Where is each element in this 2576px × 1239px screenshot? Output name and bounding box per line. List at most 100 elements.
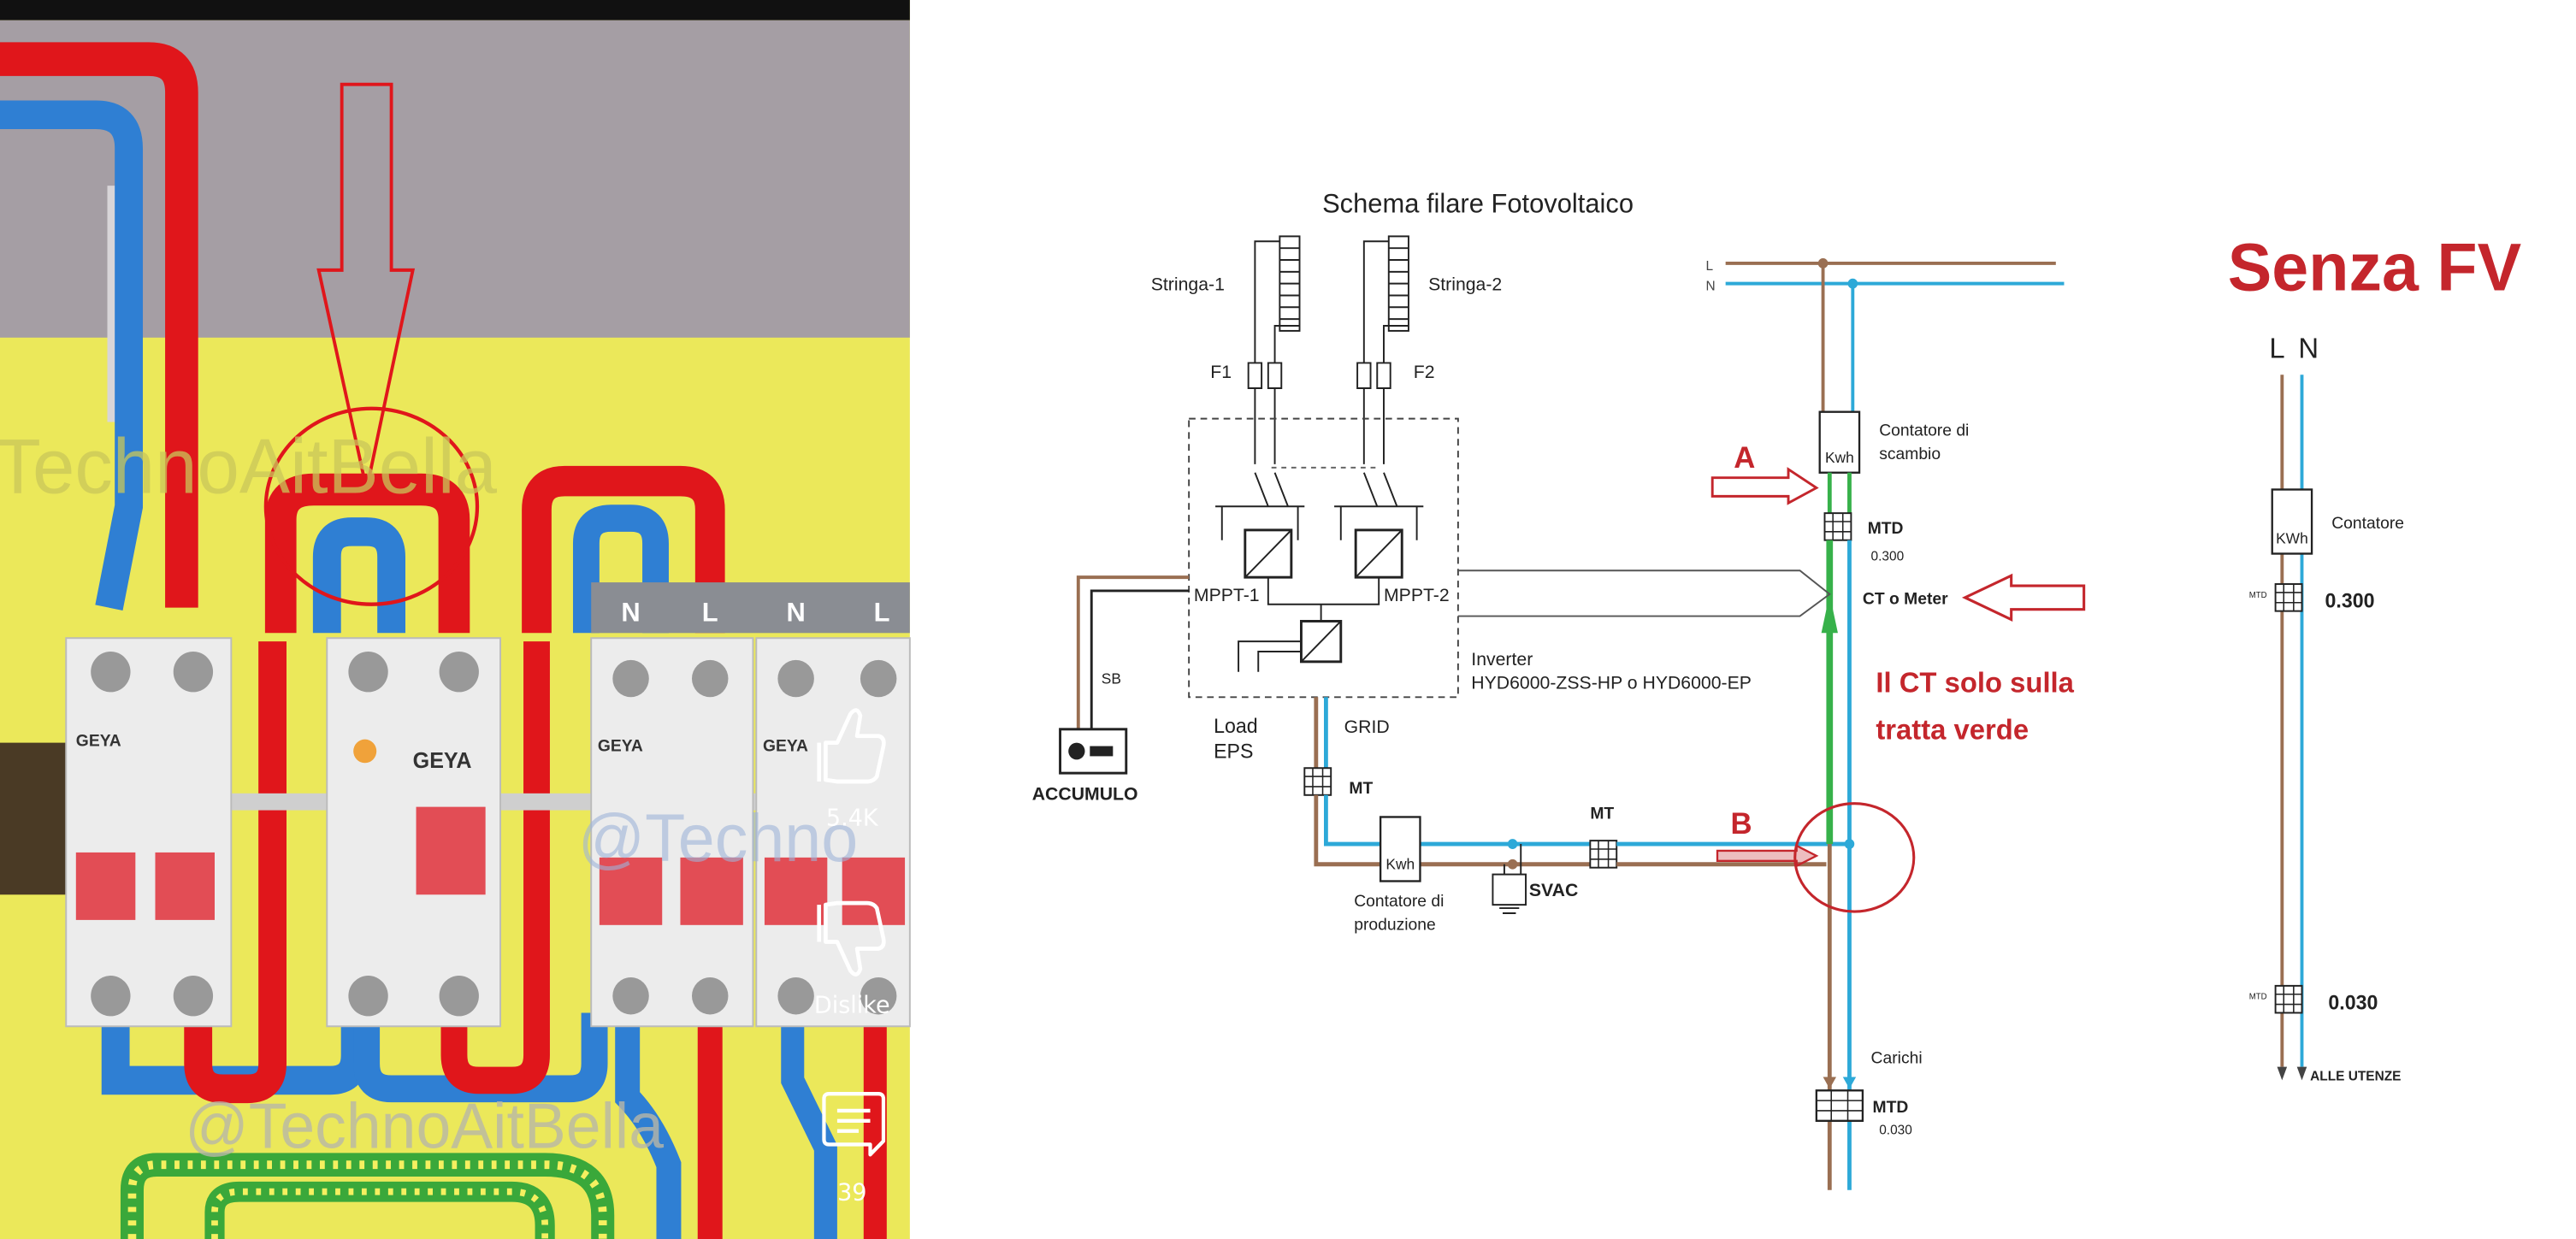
comment-icon	[822, 1092, 886, 1157]
grid-label: GRID	[1344, 717, 1390, 737]
svac-label: SVAC	[1529, 880, 1578, 900]
wire-blue-right	[572, 504, 669, 634]
wire-red-top	[0, 42, 198, 608]
comments-button[interactable]: 39	[822, 1092, 886, 1207]
wire-red-bottom-1	[184, 641, 287, 1104]
senza-fv-mtd1-small: MTD	[2249, 591, 2267, 600]
mt-right-breaker	[1589, 840, 1618, 869]
busbar-label-n1: N	[621, 597, 640, 627]
stringa-1-label: Stringa-1	[1151, 274, 1225, 294]
thumbs-up-icon	[817, 708, 886, 784]
rcd-device: GEYA	[326, 637, 501, 1028]
test-button	[353, 739, 377, 764]
annotation-b-circle	[1793, 802, 1916, 913]
busbar	[591, 582, 910, 634]
dark-clip	[0, 742, 67, 895]
mppt2-label: MPPT-2	[1384, 585, 1450, 605]
wire-green-1-dots	[127, 1160, 607, 1239]
annotation-a: A	[1734, 440, 1755, 474]
eps-label: EPS	[1214, 740, 1253, 762]
wire-blue-loop	[312, 517, 406, 634]
svac-device	[1492, 873, 1527, 906]
ct-meter-label: CT o Meter	[1863, 590, 1948, 609]
senza-fv-mtd2-small: MTD	[2249, 993, 2267, 1002]
exchange-meter	[1818, 410, 1861, 474]
mt-left-label: MT	[1349, 779, 1373, 798]
production-meter-kwh: Kwh	[1385, 855, 1415, 872]
mt-left-breaker	[1303, 767, 1332, 796]
load-label: Load	[1214, 715, 1258, 737]
f1-label: F1	[1210, 362, 1232, 382]
wire-red-right	[522, 465, 725, 634]
inverter-model: HYD6000-ZSS-HP o HYD6000-EP	[1471, 672, 1752, 693]
senza-fv-l: L	[2269, 333, 2284, 364]
thumbs-down-icon	[817, 900, 886, 976]
stringa-2-label: Stringa-2	[1428, 274, 1502, 294]
comment-count: 39	[837, 1179, 866, 1206]
senza-fv-title: Senza FV	[2228, 229, 2521, 305]
senza-fv-n: N	[2298, 333, 2319, 364]
schematic: Schema filare Fotovoltaico Stringa-1 Str…	[1032, 188, 2086, 1190]
annotation-b: B	[1730, 807, 1752, 841]
annotation-down-arrow	[316, 82, 416, 490]
string-1	[1254, 235, 1301, 363]
breaker-3-brand: GEYA	[763, 736, 808, 755]
annotation-circle	[263, 406, 480, 606]
senza-fv-meter	[2271, 488, 2313, 555]
exchange-meter-kwh: Kwh	[1825, 449, 1854, 466]
breaker-1-brand: GEYA	[76, 731, 121, 750]
green-up-arrow	[1821, 593, 1838, 634]
dislike-label: Dislike	[814, 992, 890, 1018]
senza-fv-mtd2	[2274, 984, 2303, 1014]
contatore-scambio-label-2: scambio	[1879, 445, 1941, 463]
watermark-mid: @Techno	[578, 799, 858, 876]
sb-label: SB	[1102, 670, 1121, 687]
breaker-3: GEYA	[755, 637, 911, 1028]
wire-blue-top	[0, 100, 144, 611]
senza-fv-val2: 0.030	[2328, 991, 2378, 1013]
breaker-2-brand: GEYA	[598, 736, 643, 755]
senza-fv-alle-utenze: ALLE UTENZE	[2310, 1069, 2401, 1083]
inverter-label: Inverter	[1471, 649, 1533, 670]
mtd-top-value: 0.300	[1871, 549, 1905, 563]
senza-fv-diagram: Senza FV L N KWh Contatore MTD 0.300 MTD…	[2228, 229, 2521, 1084]
mt-right-label: MT	[1590, 804, 1614, 823]
ct-note-line-2: tratta verde	[1876, 714, 2029, 746]
fuses	[1247, 362, 1391, 390]
inverter-box	[1188, 417, 1459, 699]
wire-blue-bottom-3	[615, 1012, 682, 1239]
wire-blue-bottom-4	[781, 1012, 837, 1239]
mtd-top-breaker	[1823, 512, 1852, 541]
rcd-brand: GEYA	[413, 749, 472, 773]
breaker-1: GEYA	[65, 637, 233, 1028]
senza-fv-contatore: Contatore	[2331, 514, 2404, 533]
busbar-label-l1: L	[702, 597, 718, 627]
mtd-bottom-value: 0.030	[1879, 1123, 1912, 1137]
mtd-bottom-label: MTD	[1872, 1098, 1908, 1117]
top-bar	[0, 0, 910, 21]
ct-note-line-1: Il CT solo sulla	[1876, 667, 2074, 699]
senza-fv-kwh: KWh	[2276, 529, 2308, 546]
ct-arrow	[1961, 573, 2086, 622]
f2-label: F2	[1414, 362, 1435, 382]
annotation-a-arrow	[1710, 467, 1819, 505]
contatore-prod-label-2: produzione	[1354, 916, 1436, 935]
mppt1-label: MPPT-1	[1194, 585, 1260, 605]
contatore-prod-label-1: Contatore di	[1354, 892, 1444, 911]
busbar-label-n2: N	[786, 597, 805, 627]
video-panel: N L N L GEYA GEYA GEYA	[0, 0, 911, 1239]
like-button[interactable]: 5.4K	[817, 708, 886, 832]
carichi-label: Carichi	[1871, 1049, 1923, 1068]
dislike-button[interactable]: Dislike	[814, 900, 890, 1019]
string-2	[1362, 235, 1409, 363]
senza-fv-val1: 0.300	[2325, 589, 2375, 611]
schematic-title: Schema filare Fotovoltaico	[1322, 188, 1634, 218]
like-count: 5.4K	[826, 805, 879, 831]
wire-red-bottom-2	[440, 641, 550, 1094]
wire-green-2-dots	[211, 1188, 549, 1239]
busbar-label-l2: L	[874, 597, 890, 627]
watermark-bottom: @TechnoAitBella	[185, 1090, 664, 1162]
breaker-2: GEYA	[590, 637, 754, 1028]
